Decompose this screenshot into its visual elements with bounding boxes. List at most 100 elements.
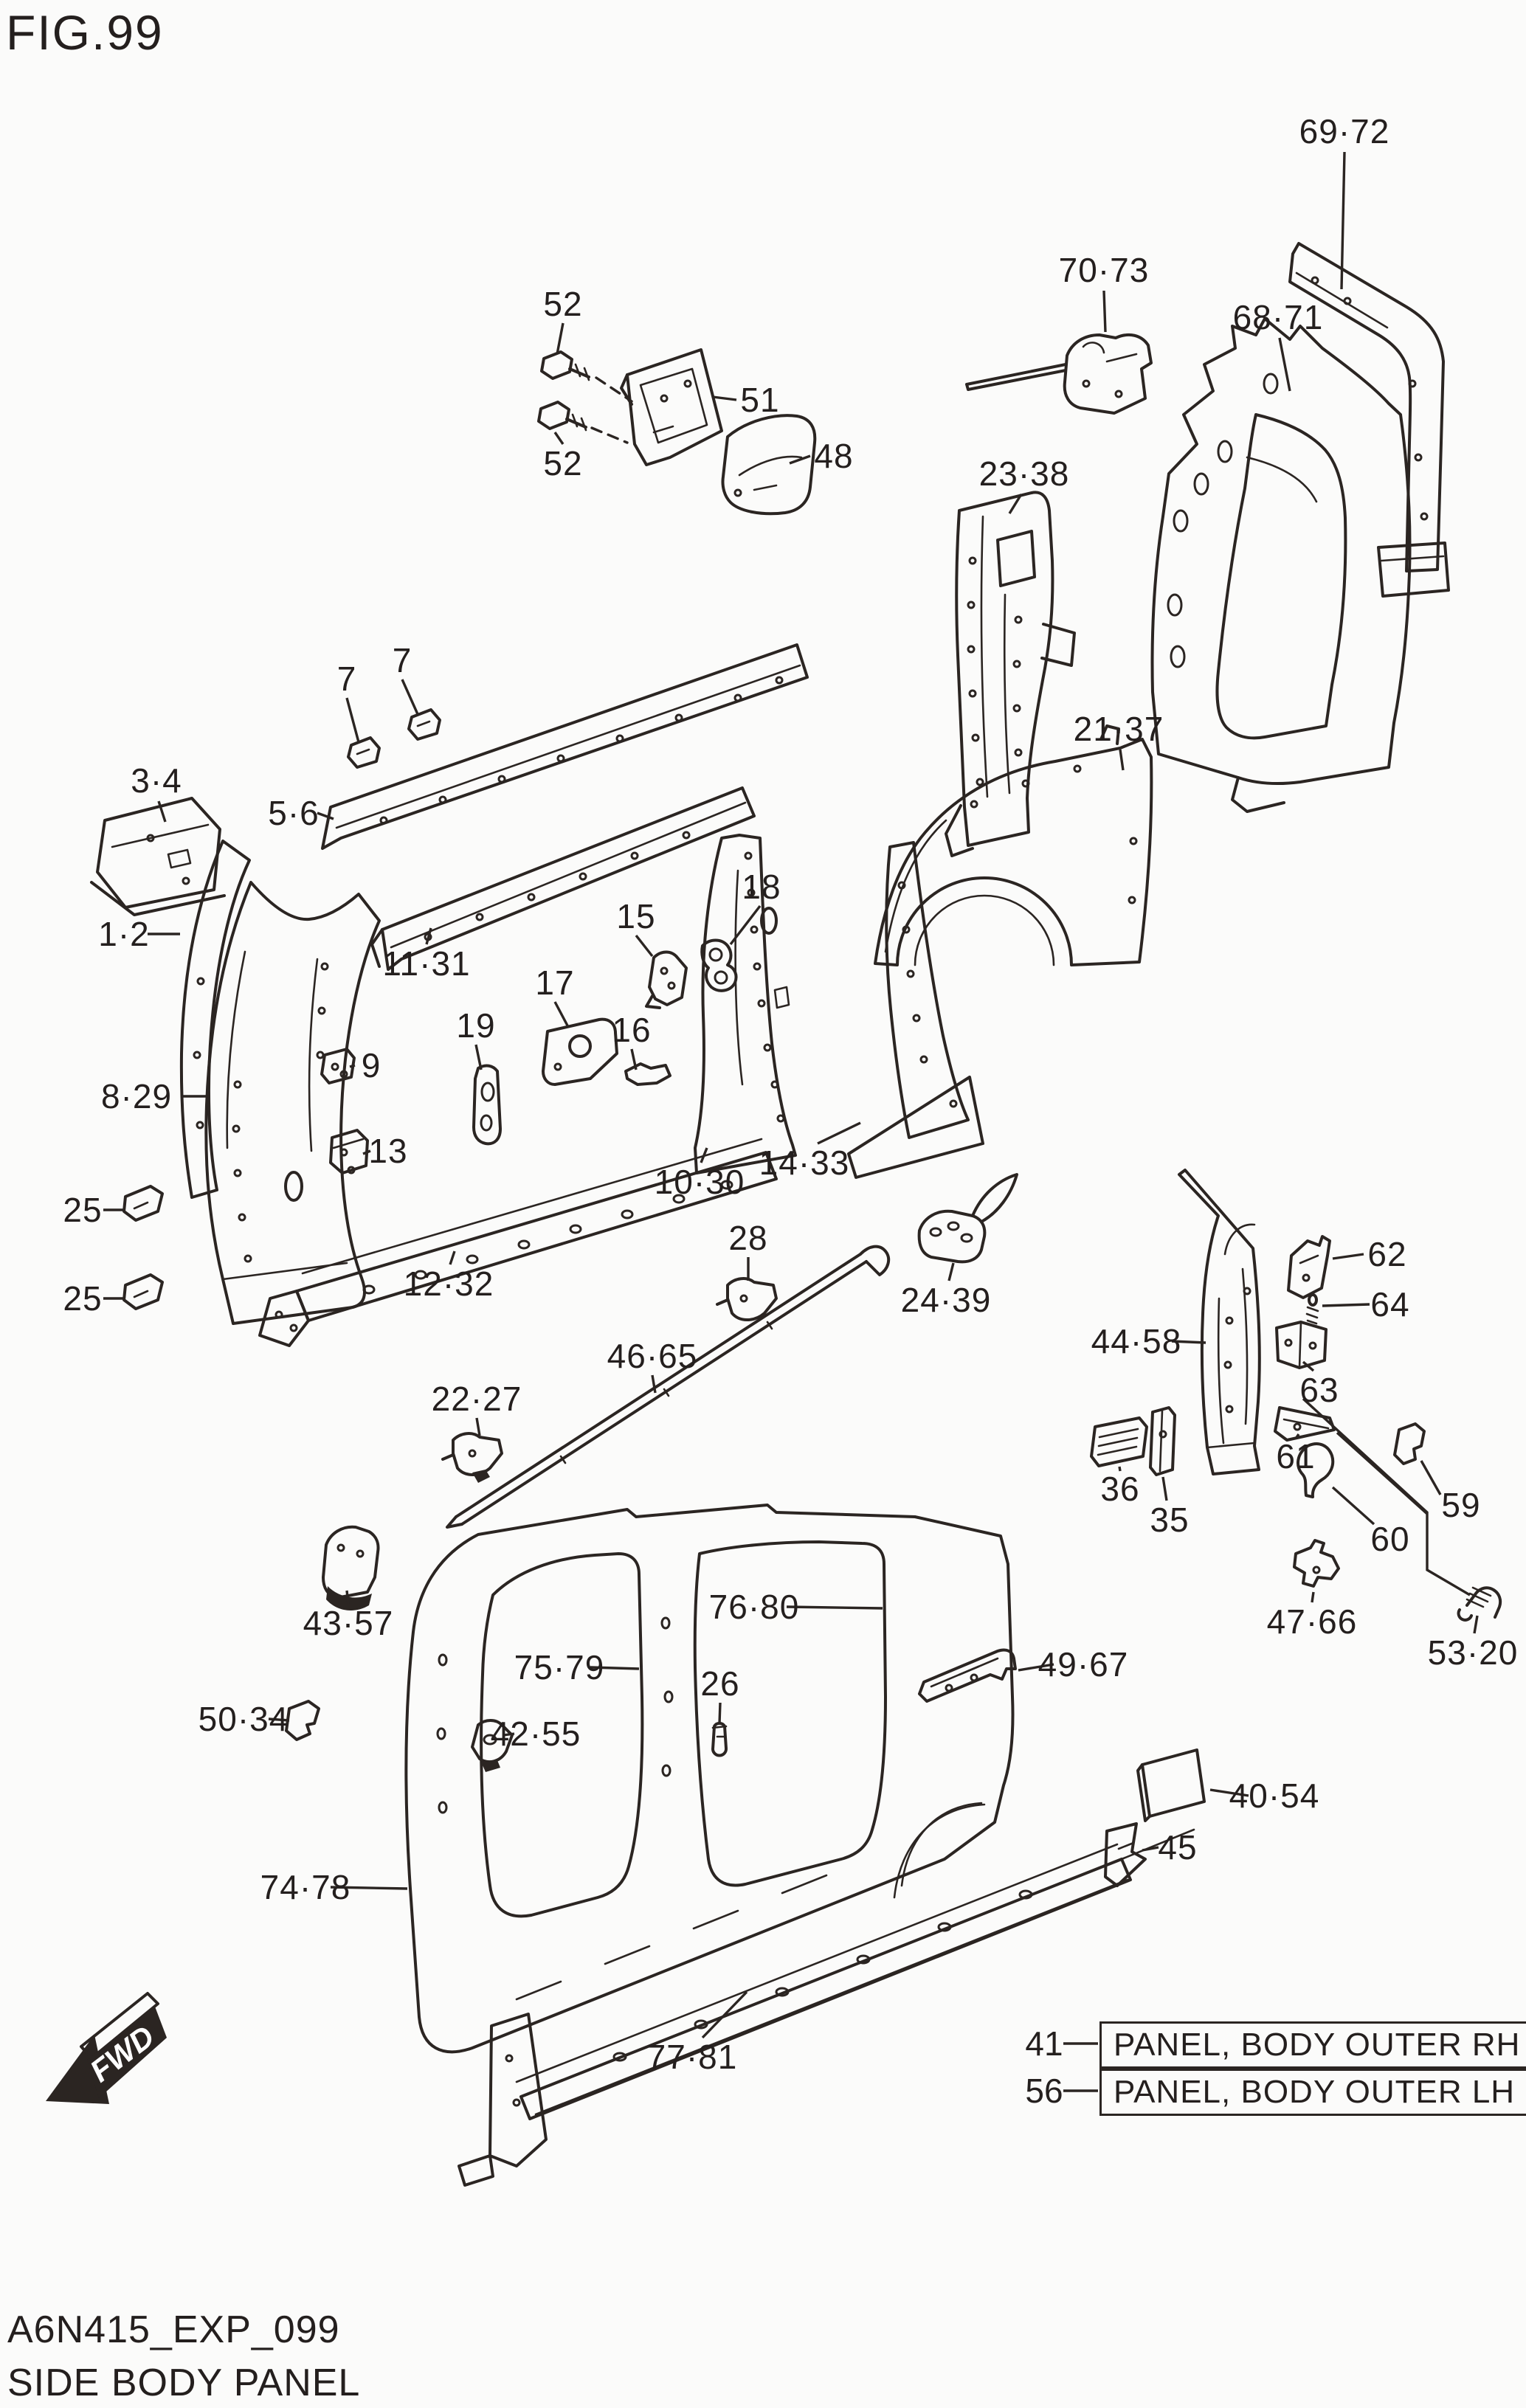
part-callout-70-73: 70·73 — [1058, 251, 1150, 289]
leader-line-22-27 — [475, 1417, 481, 1436]
part-callout-44-58: 44·58 — [1091, 1322, 1182, 1360]
leader-line-48 — [789, 454, 811, 465]
part-callout-59: 59 — [1441, 1486, 1481, 1524]
part-plate-17 — [542, 1017, 618, 1086]
leader-line-23-38 — [1008, 494, 1023, 514]
part-bracket-70-73 — [965, 333, 1153, 415]
leader-line-52 — [556, 322, 565, 355]
part-callout-24-39: 24·39 — [900, 1281, 992, 1319]
part-callout-9: 9 — [361, 1046, 382, 1084]
footer-caption: SIDE BODY PANEL — [7, 2362, 361, 2404]
leader-line-26 — [718, 1702, 722, 1724]
part-callout-61: 61 — [1276, 1437, 1316, 1475]
part-hinge-pillar — [204, 881, 381, 1325]
leader-line-40-54 — [1209, 1788, 1249, 1797]
legend-label-rh: PANEL, BODY OUTER RH — [1114, 2027, 1521, 2063]
part-bolt-52b — [537, 401, 587, 432]
part-callout-48: 48 — [814, 437, 854, 475]
part-center-pillar-reinforcement — [945, 491, 1076, 857]
footer-code: A6N415_EXP_099 — [7, 2308, 340, 2351]
part-quarter-pillar-inner — [847, 841, 984, 1179]
part-bracket-13 — [329, 1129, 369, 1174]
part-callout-64: 64 — [1370, 1285, 1410, 1324]
leader-line-17 — [553, 1001, 570, 1028]
leader-line-69-72 — [1340, 151, 1346, 290]
leader-line-60 — [1331, 1486, 1375, 1526]
part-callout-51: 51 — [740, 381, 780, 419]
leader-line-5-6 — [317, 812, 334, 820]
part-rail-bracket-49-67 — [918, 1648, 1017, 1703]
part-callout-77-81: 77·81 — [646, 2038, 738, 2076]
leader-line-46-65 — [651, 1374, 657, 1394]
part-bolt-52a — [540, 350, 590, 381]
part-callout-13: 13 — [368, 1132, 408, 1170]
part-clip-16 — [624, 1062, 671, 1086]
part-callout-35: 35 — [1150, 1501, 1190, 1539]
part-callout-52: 52 — [543, 285, 583, 323]
leader-line-49-67 — [1018, 1663, 1054, 1672]
part-callout-52: 52 — [543, 444, 583, 482]
leader-line-24-39 — [947, 1262, 955, 1281]
leader-line-42-55 — [503, 1732, 515, 1737]
part-clip-25a — [122, 1185, 164, 1222]
part-callout-53-20: 53·20 — [1427, 1633, 1519, 1672]
leader-line-51 — [712, 395, 737, 401]
part-callout-25: 25 — [63, 1279, 103, 1318]
part-callout-63: 63 — [1299, 1371, 1339, 1409]
legend-ref-56: 56 — [1025, 2072, 1063, 2110]
part-callout-36: 36 — [1100, 1470, 1140, 1508]
leader-line-11-31 — [425, 927, 432, 945]
leader-line-9 — [349, 1064, 356, 1068]
part-bolt-53-20 — [1457, 1586, 1502, 1622]
part-callout-68-71: 68·71 — [1232, 298, 1324, 336]
part-cowl-side-panel — [90, 797, 226, 916]
part-callout-8-29: 8·29 — [100, 1077, 173, 1115]
part-callout-1-2: 1·2 — [98, 915, 150, 953]
part-hook-47-66 — [1293, 1539, 1340, 1588]
part-callout-74-78: 74·78 — [260, 1868, 351, 1906]
legend-label-lh: PANEL, BODY OUTER LH — [1114, 2074, 1516, 2110]
part-callout-11-31: 11·31 — [382, 944, 471, 983]
part-callout-17: 17 — [535, 963, 575, 1002]
part-quarter-wheelhouse-panel — [874, 724, 1153, 966]
part-callout-22-27: 22·27 — [431, 1380, 522, 1418]
part-striker-18 — [700, 938, 738, 992]
part-fuel-lid-opening-panel — [620, 348, 723, 466]
leader-line-21-37 — [1119, 749, 1125, 771]
legend-box-lh: PANEL, BODY OUTER LH — [1099, 2069, 1526, 2116]
part-callout-75-79: 75·79 — [514, 1648, 605, 1686]
part-callout-14-33: 14·33 — [759, 1144, 850, 1182]
part-callout-18: 18 — [742, 868, 781, 906]
leader-line-63 — [1302, 1360, 1315, 1372]
part-callout-43-57: 43·57 — [303, 1604, 394, 1642]
part-callout-40-54: 40·54 — [1229, 1776, 1320, 1815]
part-bracket-63 — [1275, 1321, 1328, 1369]
part-clip-50-34 — [285, 1700, 320, 1741]
extra-leader-line-0 — [1302, 1397, 1471, 1596]
part-callout-25: 25 — [63, 1191, 103, 1229]
leader-line-10-30 — [700, 1147, 708, 1163]
leader-line-16 — [630, 1048, 638, 1070]
part-callout-23-38: 23·38 — [978, 454, 1070, 493]
fwd-arrow-badge: FWD — [46, 1992, 167, 2104]
part-bracket-9 — [320, 1048, 356, 1084]
part-bracket-62 — [1287, 1235, 1331, 1299]
callout-leader-lines — [103, 151, 1479, 2092]
part-callout-5-6: 5·6 — [268, 794, 320, 832]
part-striker-15 — [645, 950, 688, 1009]
leader-line-62 — [1332, 1253, 1364, 1260]
part-quarter-inner-panel — [1150, 317, 1412, 813]
leader-line-52 — [553, 432, 565, 445]
part-screw-64 — [1305, 1293, 1319, 1325]
part-callout-3-4: 3·4 — [131, 761, 182, 800]
part-clip-28 — [716, 1277, 778, 1321]
part-plate-19 — [472, 1064, 502, 1146]
part-body-outer-panel — [404, 1504, 1015, 2054]
part-c-pillar-inner — [1178, 1169, 1261, 1475]
leader-line-45 — [1142, 1846, 1159, 1852]
leader-line-75-79 — [590, 1666, 640, 1670]
leader-line-61 — [1294, 1433, 1300, 1439]
leader-line-68-71 — [1278, 337, 1291, 392]
leader-line-12-32 — [449, 1250, 456, 1265]
